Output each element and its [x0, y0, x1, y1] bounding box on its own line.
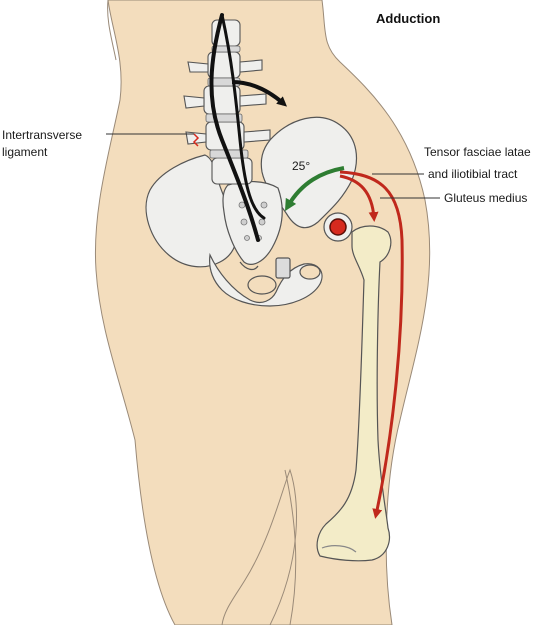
tensor-fasciae-arrow — [339, 170, 404, 519]
leg-separation-line — [284, 469, 297, 625]
tensor-label-line1: Tensor fasciae latae — [424, 145, 531, 159]
hip-joint-icon — [329, 218, 347, 236]
ligament-zigzag-icon — [192, 133, 200, 147]
spine-curve-line — [209, 13, 260, 242]
diagram-title: Adduction — [376, 11, 440, 26]
spine-shift-line — [220, 13, 266, 220]
tensor-label-line2: and iliotibial tract — [428, 167, 518, 181]
femur — [316, 225, 392, 562]
pelvis-rotation-arrow — [284, 166, 345, 212]
gluteus-medius-arrow — [339, 174, 379, 222]
left-flank-outline — [107, 0, 117, 61]
intertransverse-label-line2: ligament — [2, 145, 48, 159]
spine-tilt-arrow — [231, 80, 288, 107]
gluteus-label: Gluteus medius — [444, 191, 527, 205]
sacral-foramina — [238, 201, 268, 241]
intertransverse-label-line1: Intertransverse — [2, 128, 82, 142]
angle-label: 25° — [292, 159, 310, 173]
